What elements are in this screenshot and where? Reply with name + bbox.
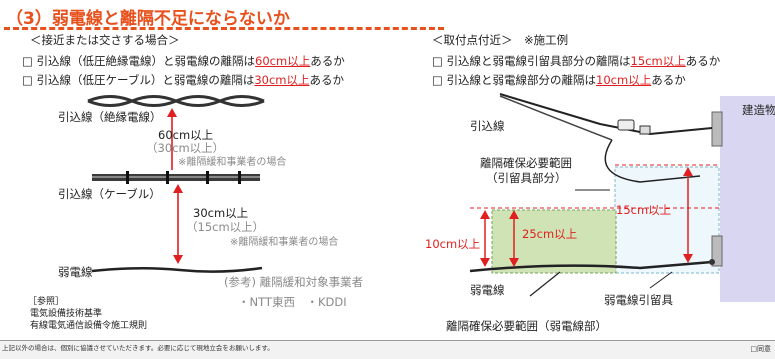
label-dist-10cm: 10cm以上 <box>425 237 481 251</box>
label-dist-60: 60cm以上 <box>158 128 214 142</box>
building <box>720 96 775 302</box>
insulated-wire-illustration <box>87 95 265 107</box>
title-divider <box>4 27 444 30</box>
left-check-2: □ 引込線（低圧ケーブル）と弱電線の離隔は30cm以上あるか <box>22 73 345 87</box>
arrow-60cm <box>167 108 177 170</box>
left-check-1: □ 引込線（低圧絶縁電線）と弱電線の離隔は60cm以上あるか <box>22 54 345 68</box>
note-relief-2: ※離隔緩和事業者の場合 <box>230 237 339 248</box>
reference-2: 有線電気通信設備令施工規則 <box>30 321 148 331</box>
reference-1: 電気設備技術基準 <box>30 309 103 319</box>
footer-note: 上記以外の場合は、個別に協議させていただきます。必要に応じて現地立会をお願いしま… <box>2 344 274 352</box>
reference-heading: ［参照］ <box>28 297 65 307</box>
right-heading: ＜取付点付近＞ ※施工例 <box>432 33 569 47</box>
footer-bar: 上記以外の場合は、個別に協議させていただきます。必要に応じて現地立会をお願いしま… <box>0 340 775 359</box>
label-dist-30: 30cm以上 <box>193 206 249 220</box>
left-heading: ＜接近または交さする場合＞ <box>30 33 180 47</box>
right-check-1: □ 引込線と弱電線引留具部分の離隔は15cm以上あるか <box>432 54 721 68</box>
label-dist-30-alt: （30cm以上） <box>146 141 225 155</box>
diagram-graphics <box>87 93 775 302</box>
label-cable: 引込線（ケーブル） <box>58 187 161 201</box>
agree-checkbox[interactable]: □同意 <box>750 345 771 353</box>
weak-wire-clearance-zone <box>491 209 617 274</box>
label-dist-15cm: 15cm以上 <box>616 203 672 217</box>
label-range-weak: 離隔確保必要範囲（弱電線部） <box>446 319 607 333</box>
arrow-25cm <box>509 210 519 267</box>
label-weak-wire-left: 弱電線 <box>58 265 93 279</box>
right-check-2: □ 引込線と弱電線部分の離隔は10cm以上あるか <box>432 73 686 87</box>
label-dist-25cm: 25cm以上 <box>522 227 578 241</box>
label-weak-wire-right: 弱電線 <box>470 283 505 297</box>
page-title: （3）弱電線と離隔不足にならないか <box>6 9 290 29</box>
ref-items: ・NTT東西 ・KDDI <box>238 295 347 309</box>
label-building: 建造物 <box>742 103 775 117</box>
arrow-15cm <box>683 167 693 263</box>
label-insulated-wire: 引込線（絶縁電線） <box>58 110 162 124</box>
fixture-clearance-zone <box>614 166 720 274</box>
arrow-10cm <box>480 210 490 267</box>
label-dist-15-alt: （15cm以上） <box>186 220 265 234</box>
label-fixture: 弱電線引留具 <box>604 293 673 307</box>
ref-title: (参考) 離隔緩和対象事業者 <box>224 275 364 289</box>
note-relief-1: ※離隔緩和事業者の場合 <box>178 157 287 168</box>
weak-wire-illustration <box>91 266 263 273</box>
label-service-drop: 引込線 <box>470 119 505 133</box>
label-range-fixture-b: （引留具部分） <box>486 171 567 185</box>
cable-illustration <box>92 171 260 184</box>
arrow-30cm <box>173 184 183 264</box>
label-range-fixture-a: 離隔確保必要範囲 <box>480 156 572 170</box>
